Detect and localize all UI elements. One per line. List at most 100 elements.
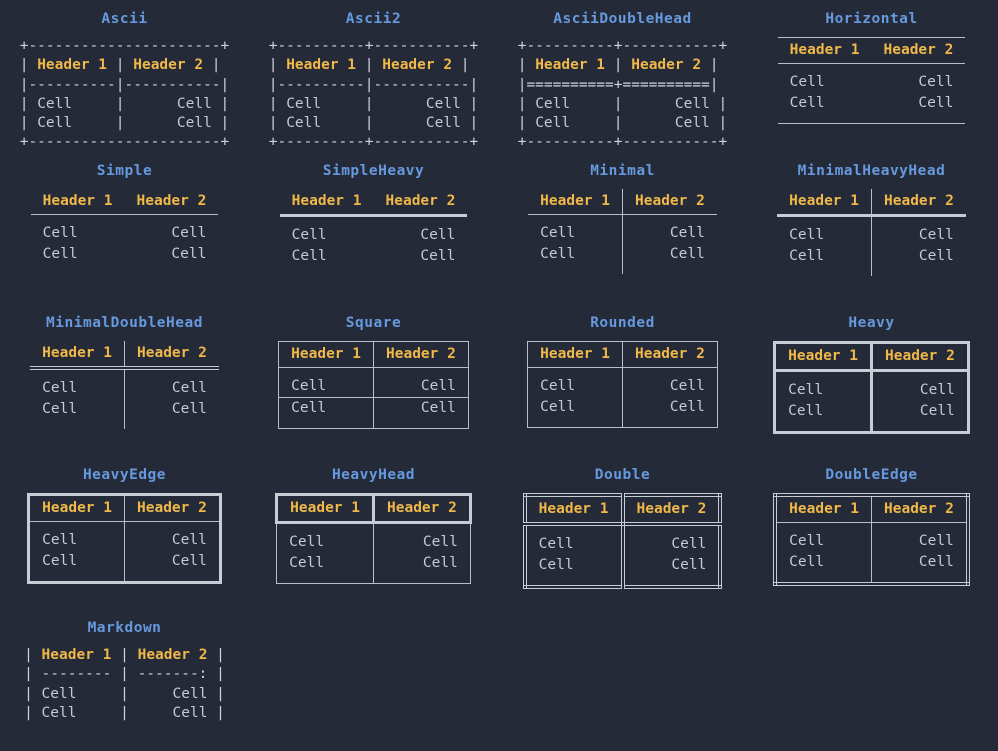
table-cell: Cell: [171, 553, 207, 570]
table-cell: Cell: [42, 246, 78, 263]
table-header-row: Header 1 Header 2: [528, 189, 717, 215]
table-row: Cell Cell: [524, 524, 721, 556]
column-header: Header 2: [884, 193, 954, 209]
table-style-title: Markdown: [87, 620, 162, 636]
table-style-title: DoubleEdge: [825, 467, 918, 483]
table-cell: Cell: [422, 534, 458, 550]
table-header-row: Header 1 Header 2: [30, 341, 219, 368]
ascii-table-wrapper: | Header 1 | Header 2 | | -------- | ---…: [0, 646, 249, 723]
table-style-title: Heavy: [848, 315, 895, 331]
ascii-table-wrapper: +----------+-----------+ | Header 1 | He…: [498, 37, 747, 153]
column-header: Header 2: [137, 345, 207, 361]
column-header: Header 2: [871, 342, 969, 372]
table-style-title: AsciiDoubleHead: [553, 11, 692, 27]
table-style-title: HeavyEdge: [82, 467, 167, 483]
table-cell: Cell: [42, 225, 78, 241]
table-cell: Cell: [171, 246, 207, 263]
table-style-title: HeavyHead: [331, 467, 416, 483]
table-cell: Cell: [775, 522, 873, 553]
table-cell: Cell: [171, 380, 207, 396]
column-header: Header 1: [777, 189, 873, 216]
table-cell: Cell: [291, 227, 327, 243]
table-cell: Cell: [774, 401, 873, 433]
table-cell: Cell: [777, 246, 873, 276]
column-header: Header 1: [28, 494, 125, 522]
table-style-title: Rounded: [590, 315, 655, 331]
table-cell: Cell: [671, 536, 707, 552]
ascii-table-wrapper: +----------------------+ | Header 1 | He…: [0, 37, 249, 153]
column-header: Header 1: [528, 189, 624, 215]
table-cell: Cell: [527, 367, 623, 398]
table-cell: Cell: [171, 532, 207, 548]
table-style-title: SimpleHeavy: [322, 163, 425, 179]
table-style-title: MinimalDoubleHead: [46, 315, 203, 331]
table-cell: Cell: [918, 95, 954, 112]
table-cell: Cell: [420, 248, 456, 265]
table-style-title: Square: [345, 315, 402, 331]
column-header: Header 2: [385, 193, 456, 209]
table-cell: Cell: [420, 400, 456, 417]
table-style-title: Ascii2: [345, 11, 402, 27]
table-cell: Cell: [528, 214, 624, 245]
table-cell: Cell: [291, 248, 327, 265]
table-cell: Cell: [420, 227, 456, 243]
table-row: Cell Cell: [280, 246, 468, 275]
column-header: Header 2: [635, 193, 705, 209]
table-cell: Cell: [171, 225, 207, 241]
column-header: Header 2: [871, 495, 968, 523]
table-row: Cell Cell: [31, 215, 219, 245]
column-header: Header 2: [373, 493, 472, 524]
table-cell: Cell: [30, 399, 126, 429]
table-cell: Cell: [524, 524, 625, 556]
table-cell: Cell: [918, 74, 954, 90]
table-sample-ascii: Ascii+----------------------+ | Header 1…: [0, 0, 249, 152]
table-cell: Cell: [278, 367, 374, 399]
table-cell: Cell: [919, 382, 955, 398]
table-cell: Cell: [28, 551, 125, 583]
table-cell: Cell: [669, 378, 705, 394]
column-header: Header 1: [30, 341, 126, 368]
table-style-title: Double: [594, 467, 651, 483]
ascii-table-wrapper: +----------+-----------+ | Header 1 | He…: [249, 37, 498, 153]
column-header: Header 2: [622, 495, 721, 526]
